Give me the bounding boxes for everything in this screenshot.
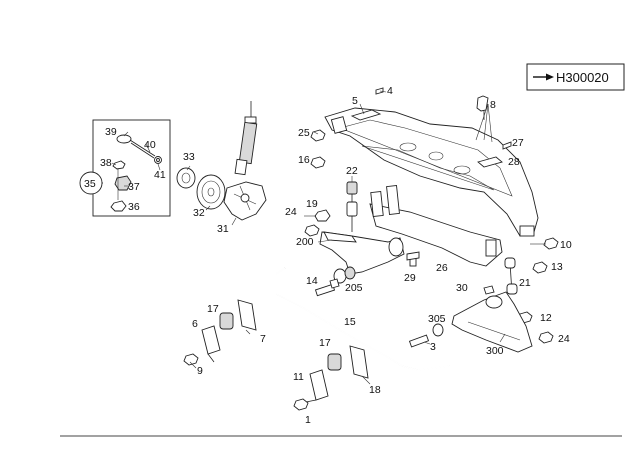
leader-lines <box>111 90 546 385</box>
label-29: 29 <box>404 272 416 284</box>
label-24-b: 24 <box>558 333 570 345</box>
label-41: 41 <box>154 169 166 181</box>
reference-code-box: H300020 <box>526 63 625 91</box>
label-35: 35 <box>84 178 96 190</box>
label-13: 13 <box>551 261 563 273</box>
axle-beam <box>324 107 539 237</box>
label-31: 31 <box>217 223 229 235</box>
label-1: 1 <box>305 414 311 426</box>
label-32: 32 <box>193 207 205 219</box>
label-8: 8 <box>490 99 496 111</box>
stabilizer-bar <box>275 267 451 371</box>
label-7: 7 <box>260 333 266 345</box>
label-10: 10 <box>560 239 572 251</box>
beam-brackets <box>350 87 512 168</box>
label-15: 15 <box>344 316 356 328</box>
label-38: 38 <box>100 157 112 169</box>
label-200: 200 <box>296 236 314 248</box>
part-labels: 1 3 4 5 6 7 8 9 10 11 12 13 14 15 16 17 … <box>84 85 572 426</box>
nuts <box>304 129 559 344</box>
label-19: 19 <box>306 198 318 210</box>
label-4: 4 <box>387 85 393 97</box>
label-21: 21 <box>519 277 531 289</box>
label-27: 27 <box>512 137 524 149</box>
label-39: 39 <box>105 126 117 138</box>
label-24-a: 24 <box>285 206 297 218</box>
shock-absorber <box>234 101 258 176</box>
reference-code: H300020 <box>556 70 609 85</box>
lower-arm <box>408 257 533 353</box>
label-3: 3 <box>430 341 436 353</box>
bushes-bolts <box>314 209 420 297</box>
label-25: 25 <box>298 127 310 139</box>
label-40: 40 <box>144 139 156 151</box>
inset-group-box <box>79 119 171 217</box>
label-36: 36 <box>128 201 140 213</box>
label-17-a: 17 <box>207 303 219 315</box>
label-300: 300 <box>486 345 504 357</box>
label-12: 12 <box>540 312 552 324</box>
label-30: 30 <box>456 282 468 294</box>
label-11: 11 <box>293 371 304 383</box>
arrow-right-icon <box>533 73 554 81</box>
label-33: 33 <box>183 151 195 163</box>
label-9: 9 <box>197 365 203 377</box>
label-5: 5 <box>352 95 358 107</box>
label-37: 37 <box>128 181 140 193</box>
label-18: 18 <box>369 384 381 396</box>
label-22: 22 <box>346 165 358 177</box>
label-6: 6 <box>192 318 198 330</box>
label-14: 14 <box>306 275 318 287</box>
label-17-b: 17 <box>319 337 331 349</box>
inset-parts <box>110 134 162 212</box>
label-26: 26 <box>436 262 448 274</box>
trailing-arm <box>319 181 503 275</box>
stabilizer-mounts <box>183 299 369 411</box>
hub-brake-assembly <box>176 167 267 221</box>
label-28: 28 <box>508 156 520 168</box>
label-305: 305 <box>428 313 446 325</box>
label-16: 16 <box>298 154 310 166</box>
label-205: 205 <box>345 282 363 294</box>
